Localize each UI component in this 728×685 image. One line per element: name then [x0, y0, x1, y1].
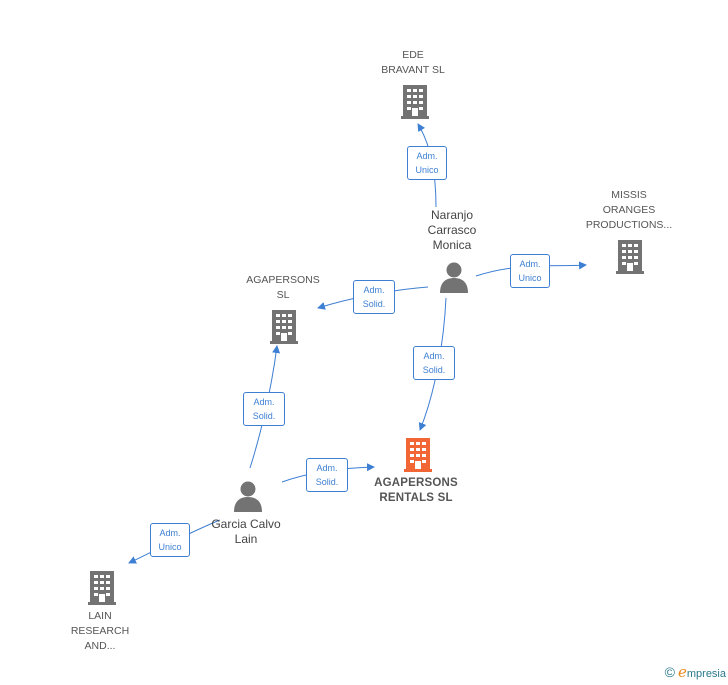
role-line: Adm. — [416, 151, 438, 161]
role-line: Solid. — [315, 477, 339, 487]
company-name-line: RENTALS SL — [379, 492, 453, 504]
person-name-line: Carrasco — [427, 223, 477, 237]
building-icon-agapersons-sl — [270, 310, 298, 344]
role-line: Adm. — [159, 528, 181, 538]
role-line: Unico — [158, 542, 182, 552]
company-label-ede-bravant[interactable]: EDE BRAVANT SL — [362, 48, 464, 78]
role-badge-naranjo-agapersons-sl[interactable]: Adm. Solid. — [353, 280, 395, 314]
role-line: Adm. — [423, 351, 445, 361]
company-name-line: BRAVANT SL — [381, 64, 445, 76]
company-name-line: RESEARCH — [70, 625, 130, 637]
company-name-line: AGAPERSONS — [374, 477, 458, 489]
role-badge-naranjo-missis[interactable]: Adm. Unico — [510, 254, 550, 288]
company-name-line: LAIN — [88, 610, 112, 622]
person-name-line: Lain — [234, 532, 258, 546]
role-line: Solid. — [252, 411, 276, 421]
building-icon-lain-research — [88, 571, 116, 605]
building-icon-ede-bravant — [401, 85, 429, 119]
role-line: Adm. — [253, 397, 275, 407]
role-line: Adm. — [316, 463, 338, 473]
company-label-agapersons-rentals[interactable]: AGAPERSONS RENTALS SL — [356, 476, 476, 506]
building-icon-agapersons-rentals — [404, 438, 432, 472]
company-label-lain-research[interactable]: LAIN RESEARCH AND... — [52, 609, 148, 654]
brand-name: mpresia — [686, 668, 726, 680]
company-label-agapersons-sl[interactable]: AGAPERSONS SL — [232, 273, 334, 303]
role-line: Solid. — [422, 365, 446, 375]
role-line: Adm. — [519, 259, 541, 269]
role-line: Adm. — [363, 285, 385, 295]
person-name-line: Naranjo — [430, 208, 474, 222]
role-badge-naranjo-agapersons-rentals[interactable]: Adm. Solid. — [413, 346, 455, 380]
role-badge-garcia-agapersons-sl[interactable]: Adm. Solid. — [243, 392, 285, 426]
empresia-watermark: © empresia — [665, 663, 726, 681]
person-name-line: Monica — [432, 238, 472, 252]
role-badge-naranjo-ede-bravant[interactable]: Adm. Unico — [407, 146, 447, 180]
person-icon-naranjo — [440, 262, 468, 293]
building-icon-missis — [616, 240, 644, 274]
company-name-line: SL — [276, 289, 290, 301]
company-name-line: EDE — [402, 49, 424, 61]
person-icon-garcia — [234, 481, 262, 512]
company-name-line: AND... — [84, 640, 116, 652]
role-line: Unico — [415, 165, 439, 175]
company-label-missis[interactable]: MISSIS ORANGES PRODUCTIONS... — [570, 188, 688, 233]
company-name-line: AGAPERSONS — [246, 274, 320, 286]
company-name-line: PRODUCTIONS... — [585, 219, 673, 231]
person-name-line: Garcia Calvo — [211, 517, 281, 531]
copyright-symbol: © — [664, 664, 675, 680]
person-label-naranjo[interactable]: Naranjo Carrasco Monica — [400, 208, 504, 253]
role-badge-garcia-agapersons-rentals[interactable]: Adm. Solid. — [306, 458, 348, 492]
company-name-line: ORANGES — [602, 204, 656, 216]
role-badge-garcia-lain-research[interactable]: Adm. Unico — [150, 523, 190, 557]
person-label-garcia[interactable]: Garcia Calvo Lain — [192, 517, 300, 547]
brand-initial: e — [677, 663, 687, 681]
role-line: Solid. — [362, 299, 386, 309]
company-name-line: MISSIS — [611, 189, 647, 201]
role-line: Unico — [518, 273, 542, 283]
